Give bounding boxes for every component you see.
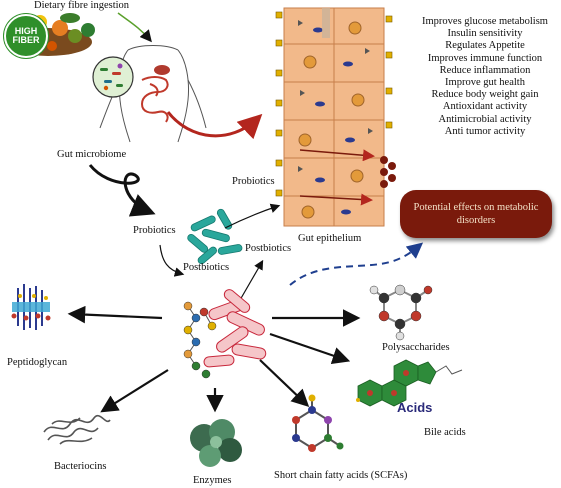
- high-fiber-badge: HIGH FIBER: [4, 14, 48, 58]
- metabolic-effects-box: Potential effects on metabolic disorders: [400, 190, 552, 238]
- arrow-to-peptidoglycan: [67, 305, 163, 324]
- peptidoglycan-icon: [11, 284, 51, 330]
- benefit-item: Antimicrobial activity: [438, 113, 532, 125]
- page-title: Dietary fibre ingestion: [34, 0, 130, 11]
- probiotics-to-postbiotics-arrow: [159, 244, 185, 277]
- fibre-to-gut-arrow: [117, 12, 152, 43]
- gut-epithelium-label: Gut epithelium: [298, 233, 362, 244]
- bile-acid-molecule-icon: [356, 359, 463, 407]
- benefit-item: Regulates Appetite: [445, 40, 525, 52]
- postbiotics-left-label: Postbiotics: [183, 262, 230, 273]
- arrow-to-scfas: [259, 359, 310, 408]
- probiotics-to-epithelium-arrow: [224, 203, 281, 229]
- enzymes-label: Enzymes: [193, 475, 232, 486]
- badge-line2: FIBER: [12, 35, 40, 45]
- acids-word: Acids: [397, 400, 433, 415]
- scfa-molecule-icon: [292, 394, 344, 452]
- benefit-item: Improves glucose metabolism: [422, 16, 548, 27]
- benefit-item: Reduce inflammation: [439, 64, 531, 76]
- benefit-item: Reduce body weight gain: [431, 89, 539, 101]
- polysaccharide-molecule-icon: [369, 284, 433, 341]
- probiotic-bacteria-icon: [187, 208, 243, 265]
- postbiotics-right-label: Postbiotics: [245, 243, 292, 254]
- benefit-item: Antioxidant activity: [442, 101, 528, 113]
- probiotics-right-label: Probiotics: [232, 176, 275, 187]
- polysaccharides-label: Polysaccharides: [382, 342, 450, 353]
- postbiotics-up-arrow: [239, 259, 264, 301]
- benefits-list: Improves glucose metabolism Insulin sens…: [415, 16, 555, 138]
- bacteriocin-protein-icon: [43, 414, 111, 445]
- microbiome-magnifier: [92, 56, 134, 98]
- bacteriocins-label: Bacteriocins: [54, 461, 107, 472]
- badge-line1: HIGH: [14, 26, 38, 36]
- metabolic-effects-text: Potential effects on metabolic disorders: [413, 202, 539, 226]
- bile-acids-label: Bile acids: [424, 427, 466, 438]
- benefit-item: Insulin sensitivity: [447, 28, 523, 40]
- postbiotic-cluster-icon: [183, 289, 267, 379]
- scfas-label: Short chain fatty acids (SCFAs): [274, 470, 408, 481]
- gut-microbiome-label: Gut microbiome: [57, 149, 127, 160]
- probiotics-left-label: Probiotics: [133, 225, 176, 236]
- gut-to-epithelium-arrow: [166, 111, 263, 140]
- arrow-to-bacteriocins: [100, 369, 169, 413]
- enzyme-protein-icon: [190, 419, 242, 467]
- benefit-item: Improve gut health: [445, 77, 525, 89]
- benefit-item: Anti tumor activity: [444, 125, 526, 137]
- gut-epithelium-icon: [275, 7, 396, 227]
- postbiotics-to-effects-arrow: [289, 242, 424, 286]
- benefit-item: Improves immune function: [427, 52, 543, 64]
- arrow-to-bile-acids: [269, 332, 351, 365]
- peptidoglycan-label: Peptidoglycan: [7, 357, 68, 368]
- microbiome-to-probiotics-arrow: [88, 164, 156, 217]
- human-gut-icon: [99, 45, 207, 143]
